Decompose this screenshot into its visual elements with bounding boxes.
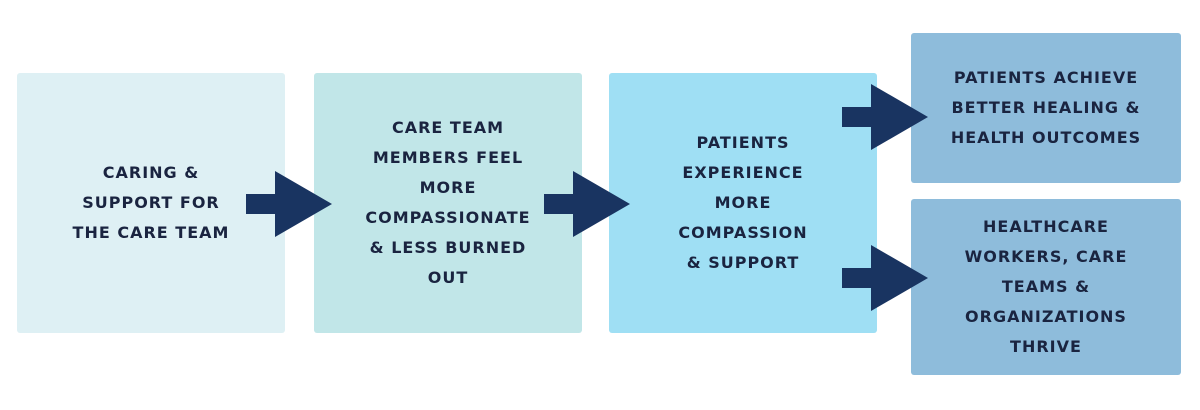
box-caring-support-text: CARING & SUPPORT FOR THE CARE TEAM <box>72 163 230 242</box>
arrow-right-icon <box>246 171 332 237</box>
arrow-shape <box>246 171 332 237</box>
box-patients-outcomes: PATIENTS ACHIEVE BETTER HEALING & HEALTH… <box>911 33 1181 183</box>
box-patients-experience-text: PATIENTS EXPERIENCE MORE COMPASSION & SU… <box>678 133 808 272</box>
box-workers-thrive-text: HEALTHCARE WORKERS, CARE TEAMS & ORGANIZ… <box>964 217 1128 356</box>
arrow-right-icon <box>842 245 928 311</box>
arrow-right-icon <box>842 84 928 150</box>
arrow-shape <box>544 171 630 237</box>
box-patients-experience: PATIENTS EXPERIENCE MORE COMPASSION & SU… <box>609 73 877 333</box>
box-care-team-compassion: CARE TEAM MEMBERS FEEL MORE COMPASSIONAT… <box>314 73 582 333</box>
box-patients-outcomes-text: PATIENTS ACHIEVE BETTER HEALING & HEALTH… <box>950 68 1142 147</box>
box-caring-support: CARING & SUPPORT FOR THE CARE TEAM <box>17 73 285 333</box>
box-care-team-compassion-text: CARE TEAM MEMBERS FEEL MORE COMPASSIONAT… <box>365 118 531 287</box>
box-workers-thrive: HEALTHCARE WORKERS, CARE TEAMS & ORGANIZ… <box>911 199 1181 375</box>
arrow-shape <box>842 84 928 150</box>
arrow-shape <box>842 245 928 311</box>
arrow-right-icon <box>544 171 630 237</box>
